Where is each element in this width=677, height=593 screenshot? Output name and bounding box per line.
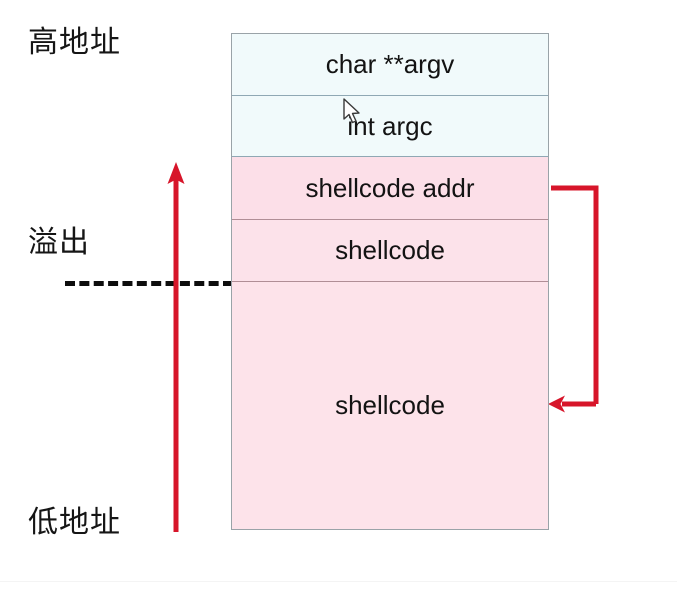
stack-cell-label: shellcode [335,390,445,420]
stack-cell-argv: char **argv [232,34,548,96]
label-overflow: 溢出 [28,225,90,260]
bottom-separator [0,581,677,582]
memory-stack-diagram: char **argv int argc shellcode addr shel… [231,33,549,530]
stack-cell-label: int argc [347,110,433,141]
label-high-address: 高地址 [28,25,121,60]
label-low-address: 低地址 [28,505,121,540]
stack-cell-shellcode-addr: shellcode addr [232,157,548,220]
mouse-pointer-icon [343,98,360,124]
shellcode-pointer-arrow-icon [548,185,599,413]
stack-cell-shellcode-body: shellcode [232,282,548,529]
stack-cell-shellcode-upper: shellcode [232,220,548,282]
growth-direction-arrow-icon [167,162,185,532]
stack-cell-argc: int argc [232,96,548,157]
stack-cell-label: shellcode addr [305,172,475,203]
stack-cell-label: shellcode [335,235,445,265]
dashed-overflow-boundary [65,281,233,286]
stack-cell-label: char **argv [325,49,455,79]
